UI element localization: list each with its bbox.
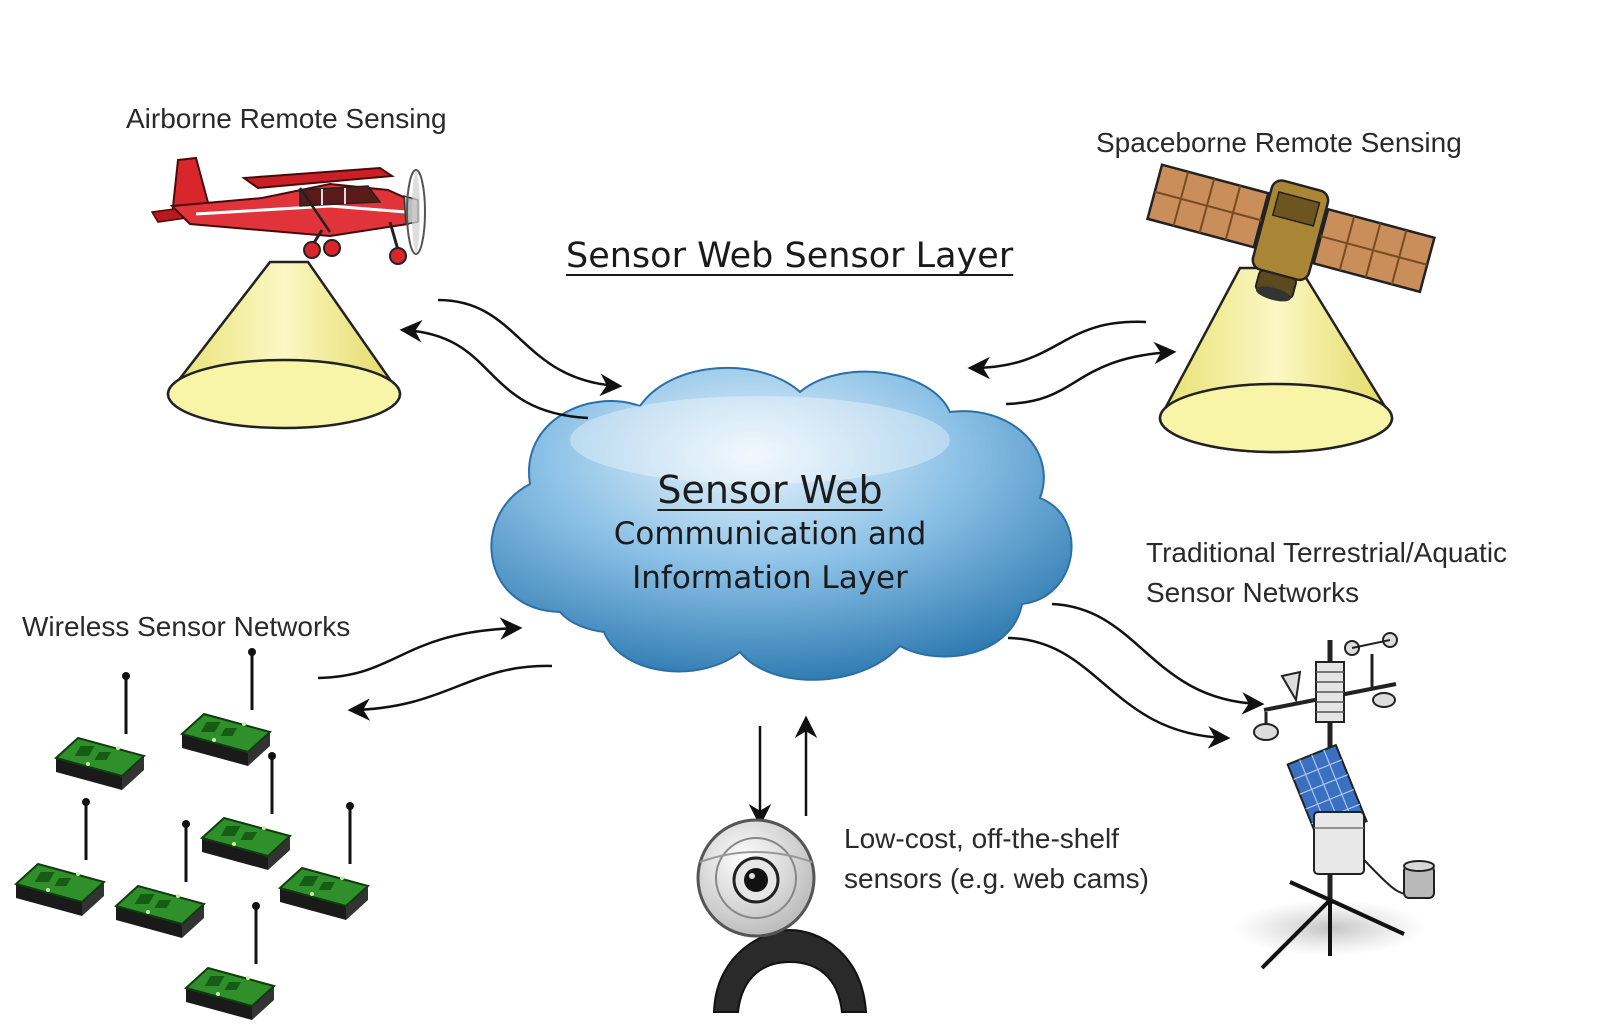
sensor-layer-title: Sensor Web Sensor Layer [566, 236, 1014, 276]
airplane-icon [150, 156, 426, 265]
sensor-mote-icon [114, 818, 206, 940]
cloud-subtitle-line2: Information Layer [632, 560, 908, 596]
wireless-label: Wireless Sensor Networks [22, 611, 351, 642]
arrows-spaceborne [967, 320, 1177, 406]
sensor-mote-icon [278, 800, 370, 922]
sensor-mote-icon [54, 670, 146, 792]
terrestrial-label-line2: Sensor Networks [1146, 577, 1360, 608]
terrestrial-label-line1: Traditional Terrestrial/Aquatic [1146, 537, 1508, 568]
airborne-label: Airborne Remote Sensing [126, 103, 447, 134]
spaceborne-sensing-cone [1158, 266, 1394, 454]
wireless-sensor-motes [14, 646, 370, 1022]
airborne-sensing-cone [166, 260, 402, 430]
arrows-airborne [399, 298, 623, 420]
arrows-terrestrial [1007, 602, 1265, 749]
webcam-icon [696, 818, 868, 1013]
cloud-subtitle-line1: Communication and [613, 516, 927, 552]
lowcost-label-line2: sensors (e.g. web cams) [844, 863, 1149, 894]
arrows-lowcost [748, 715, 818, 827]
sensor-mote-icon [200, 750, 292, 872]
weather-station-icon [1234, 632, 1435, 970]
satellite-icon [1145, 163, 1436, 302]
cloud-title: Sensor Web [657, 468, 883, 512]
arrows-wireless [317, 617, 553, 721]
sensor-mote-icon [180, 646, 272, 768]
sensor-mote-icon [14, 796, 106, 918]
lowcost-label-line1: Low-cost, off-the-shelf [844, 823, 1119, 854]
cloud-shape [490, 366, 1073, 681]
spaceborne-label: Spaceborne Remote Sensing [1096, 127, 1462, 158]
